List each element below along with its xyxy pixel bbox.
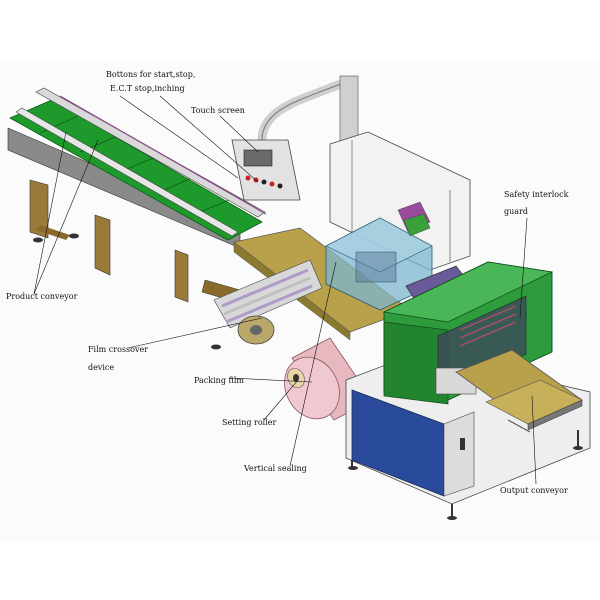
leader-product-conveyor-2 bbox=[33, 131, 67, 295]
leader-film-crossover bbox=[127, 317, 263, 349]
film-crossover-device bbox=[213, 259, 323, 345]
label-film-crossover-line1: Film crossover bbox=[88, 345, 149, 354]
label-touch-screen: Touch screen bbox=[191, 106, 245, 115]
label-output-conveyor: Output conveyor bbox=[500, 486, 568, 495]
leader-buttons bbox=[159, 95, 259, 183]
label-vertical-sealing: Vertical sealing bbox=[244, 464, 307, 473]
leader-vertical-sealing bbox=[289, 261, 337, 467]
label-buttons-line2: E.C.T stop,inching bbox=[110, 84, 185, 93]
label-packing-film: Packing film bbox=[194, 376, 244, 385]
leader-setting-roller bbox=[263, 379, 299, 421]
label-film-crossover-line2: device bbox=[88, 363, 115, 372]
vertical-sealing-unit bbox=[325, 201, 433, 311]
safety-interlock-guard bbox=[382, 261, 554, 405]
label-safety-line1: Safety interlock bbox=[504, 190, 569, 199]
label-setting-roller: Setting roller bbox=[222, 418, 277, 427]
label-safety-line2: guard bbox=[504, 207, 528, 216]
leader-output-conveyor bbox=[531, 395, 537, 485]
label-buttons-line1: Bottons for start,stop, bbox=[106, 70, 196, 79]
touch-screen-assembly bbox=[231, 75, 363, 201]
leader-buttons-2 bbox=[119, 95, 239, 179]
leader-packing-film bbox=[229, 377, 313, 383]
product-conveyor bbox=[7, 87, 267, 350]
leader-touch-screen bbox=[219, 115, 259, 153]
output-conveyor bbox=[455, 349, 583, 433]
label-product-conveyor: Product conveyor bbox=[6, 292, 78, 301]
leader-product-conveyor bbox=[33, 139, 99, 295]
leader-lines bbox=[33, 95, 537, 485]
leader-safety bbox=[519, 217, 528, 319]
